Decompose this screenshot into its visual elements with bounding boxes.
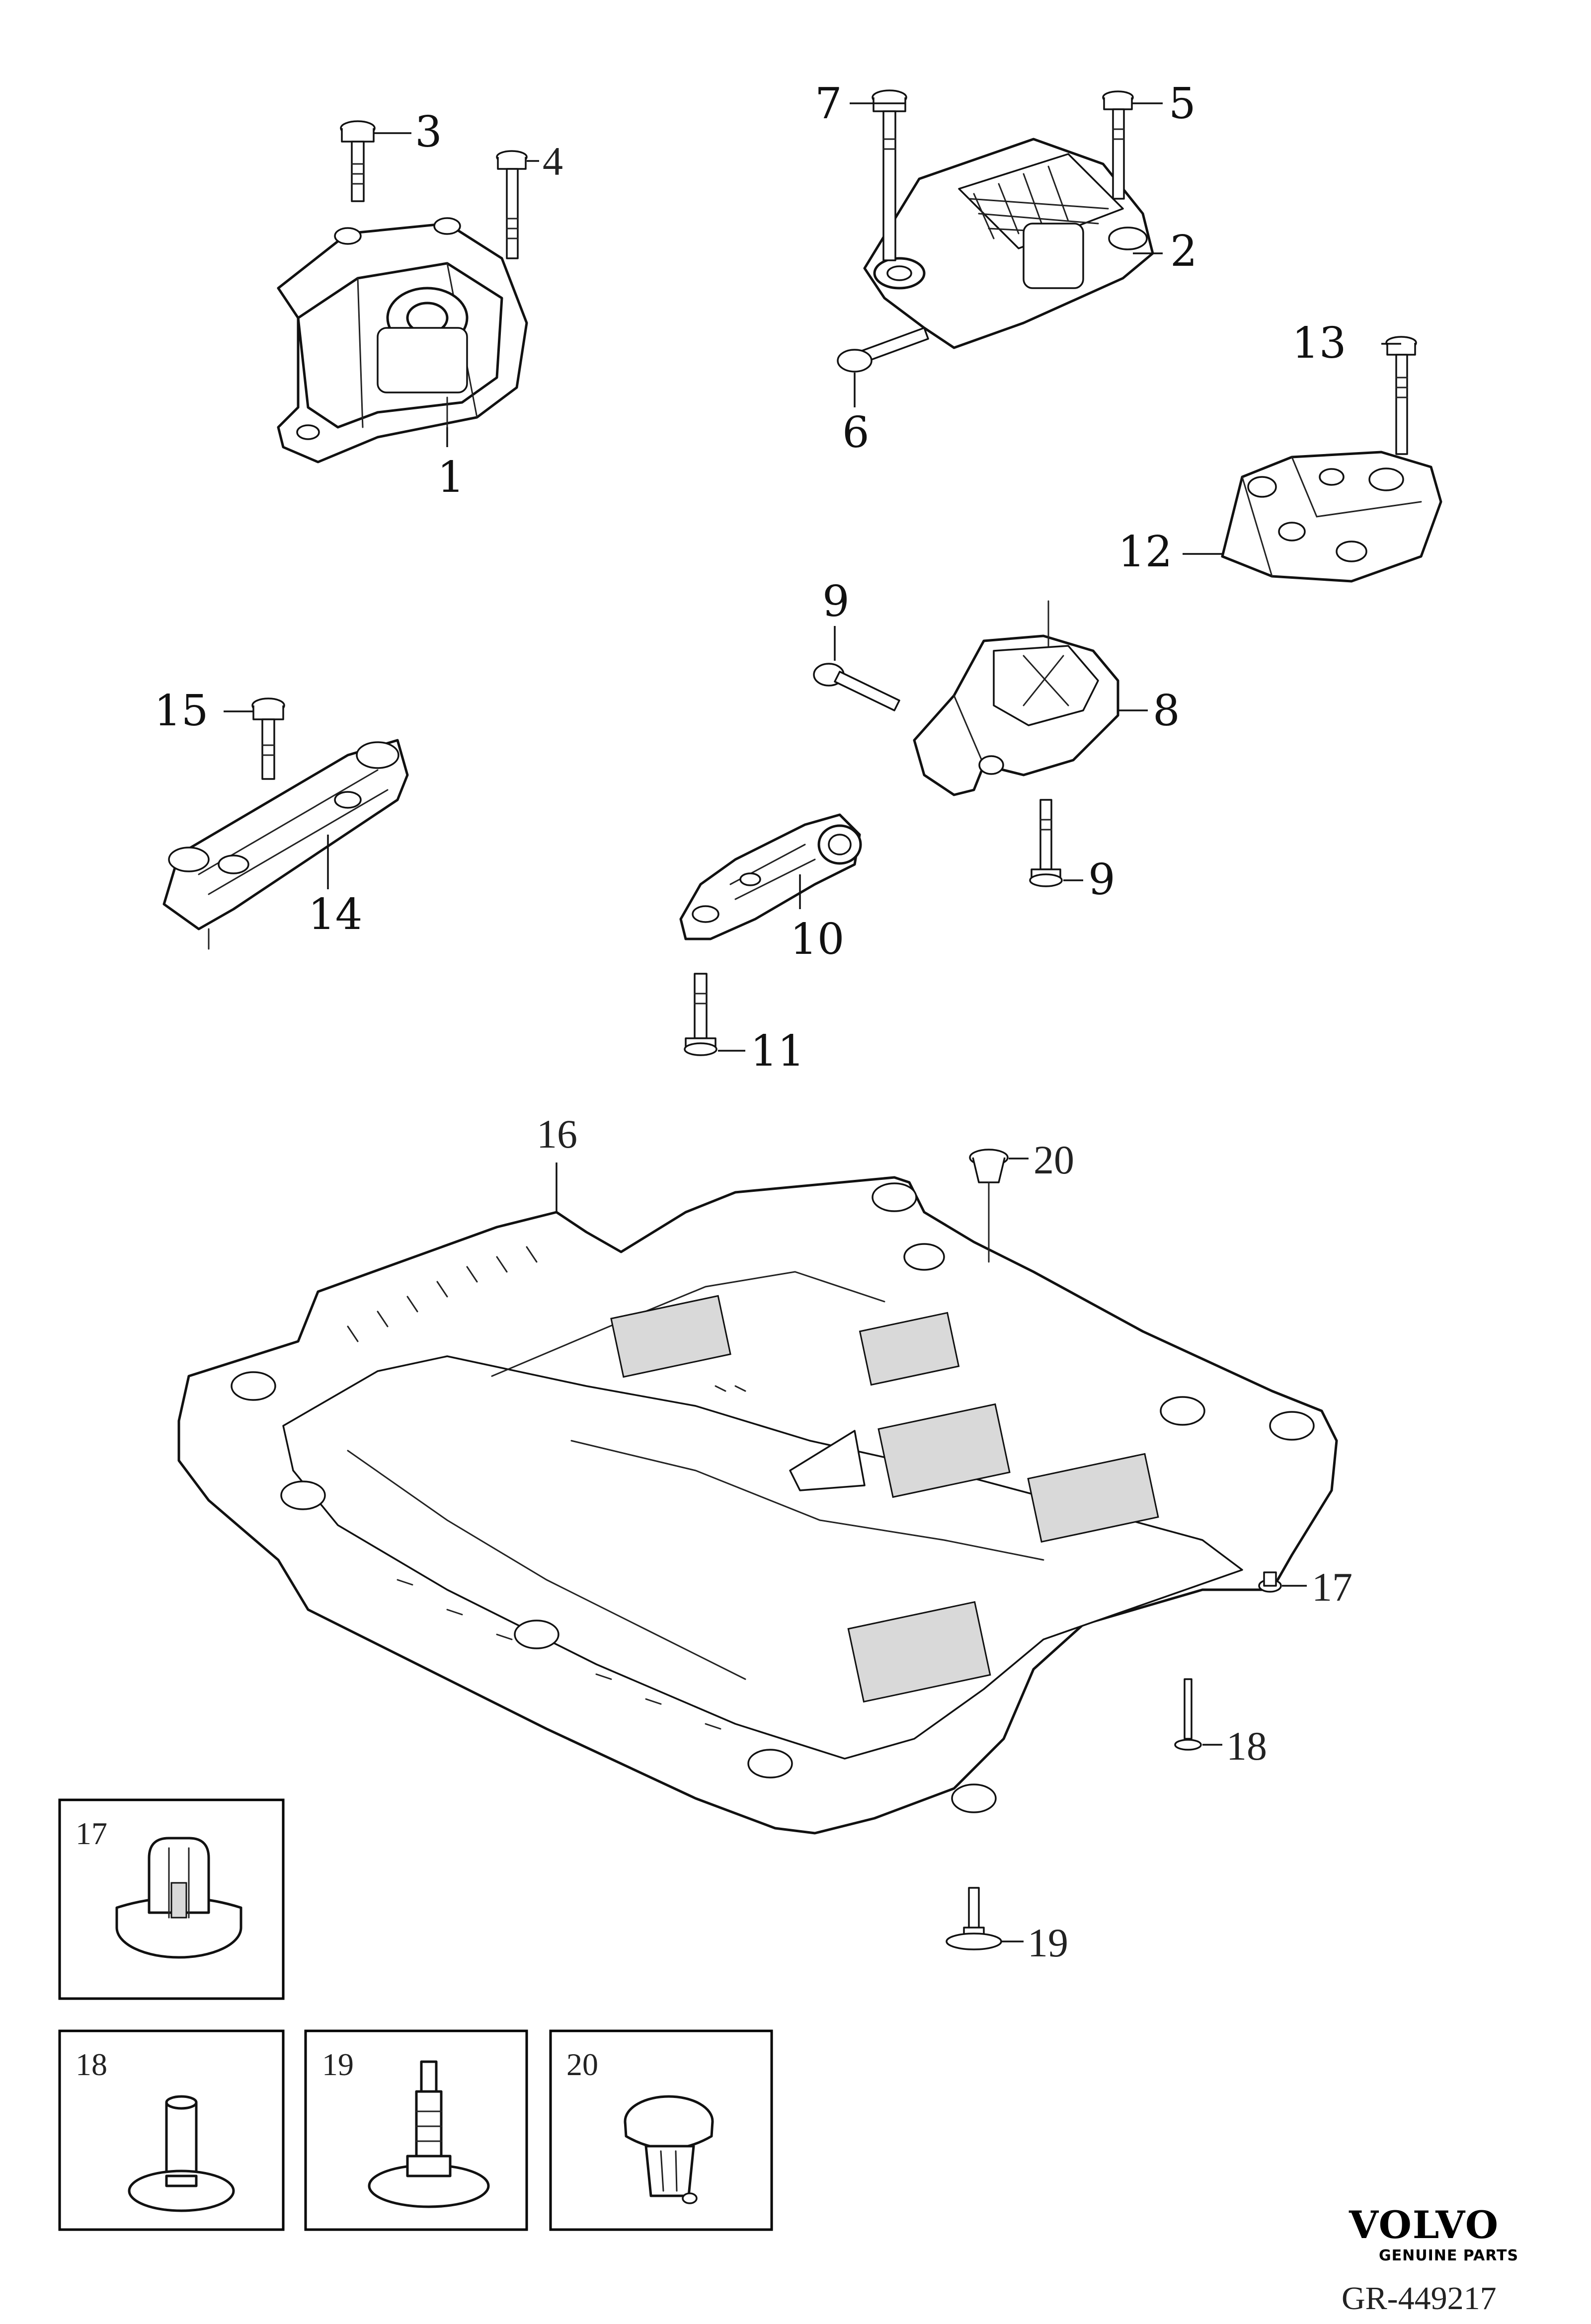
callout-18: 18 bbox=[1226, 1723, 1267, 1769]
callout-8: 8 bbox=[1153, 686, 1180, 736]
detail-box-20-label: 20 bbox=[566, 2047, 598, 2082]
part-5-bolt bbox=[1102, 90, 1134, 200]
part-16-splash-shield bbox=[177, 1176, 1338, 1835]
part-15-bolt bbox=[251, 697, 285, 780]
leader-lines bbox=[224, 102, 1401, 1942]
detail-box-20: 20 bbox=[549, 2029, 773, 2231]
callout-3: 3 bbox=[415, 107, 442, 157]
part-9-bolt-lower bbox=[1029, 799, 1063, 887]
part-7-bolt bbox=[872, 89, 907, 261]
callout-9-upper: 9 bbox=[822, 577, 850, 626]
callout-12: 12 bbox=[1118, 527, 1172, 577]
detail-box-17-label: 17 bbox=[76, 1816, 107, 1851]
part-14-support-bar bbox=[162, 739, 409, 950]
part-19-stud-installed bbox=[946, 1887, 1002, 1950]
callout-20: 20 bbox=[1034, 1137, 1074, 1182]
callout-2: 2 bbox=[1170, 227, 1197, 276]
part-4-bolt bbox=[496, 150, 528, 259]
part-2-transmission-mount bbox=[863, 138, 1154, 349]
part-10-torque-rod bbox=[679, 813, 862, 940]
callout-13: 13 bbox=[1292, 318, 1346, 368]
callout-1: 1 bbox=[437, 453, 465, 502]
part-12-bracket bbox=[1221, 451, 1442, 583]
callout-labels: 1 2 3 4 5 6 7 8 9 9 10 11 12 13 14 15 16… bbox=[154, 79, 1352, 1965]
detail-box-18: 18 bbox=[58, 2029, 285, 2231]
callout-4: 4 bbox=[543, 139, 563, 184]
callout-15: 15 bbox=[154, 686, 208, 736]
callout-7: 7 bbox=[815, 79, 842, 129]
diagram-reference: GR-449217 bbox=[1342, 2280, 1497, 2317]
volvo-logo: VOLVO GENUINE PARTS bbox=[1349, 2203, 1518, 2264]
part-13-bolt bbox=[1385, 336, 1417, 455]
callout-9-lower: 9 bbox=[1088, 855, 1115, 905]
callout-6: 6 bbox=[842, 408, 870, 458]
part-3-bolt bbox=[340, 120, 376, 202]
part-8-torque-mount bbox=[913, 600, 1119, 796]
detail-box-17: 17 bbox=[58, 1798, 285, 2000]
callout-19: 19 bbox=[1028, 1920, 1068, 1965]
brand-tagline: GENUINE PARTS bbox=[1379, 2247, 1518, 2264]
part-1-engine-mount bbox=[277, 217, 528, 464]
detail-box-19-label: 19 bbox=[322, 2047, 354, 2082]
callout-5: 5 bbox=[1169, 79, 1196, 129]
callout-16: 16 bbox=[537, 1111, 577, 1157]
detail-box-18-label: 18 bbox=[76, 2047, 107, 2082]
part-17-clip-installed bbox=[1258, 1571, 1282, 1593]
brand-name: VOLVO bbox=[1349, 2203, 1499, 2247]
callout-10: 10 bbox=[790, 915, 844, 964]
part-6-bolt bbox=[837, 327, 929, 373]
part-18-stud-installed bbox=[1174, 1678, 1202, 1751]
callout-14: 14 bbox=[308, 890, 362, 939]
part-20-clip-installed bbox=[969, 1149, 1009, 1263]
part-9-bolt-upper bbox=[813, 663, 900, 711]
callout-11: 11 bbox=[750, 1026, 804, 1076]
detail-box-19: 19 bbox=[304, 2029, 528, 2231]
part-11-bolt bbox=[684, 973, 717, 1056]
callout-17: 17 bbox=[1312, 1564, 1352, 1610]
